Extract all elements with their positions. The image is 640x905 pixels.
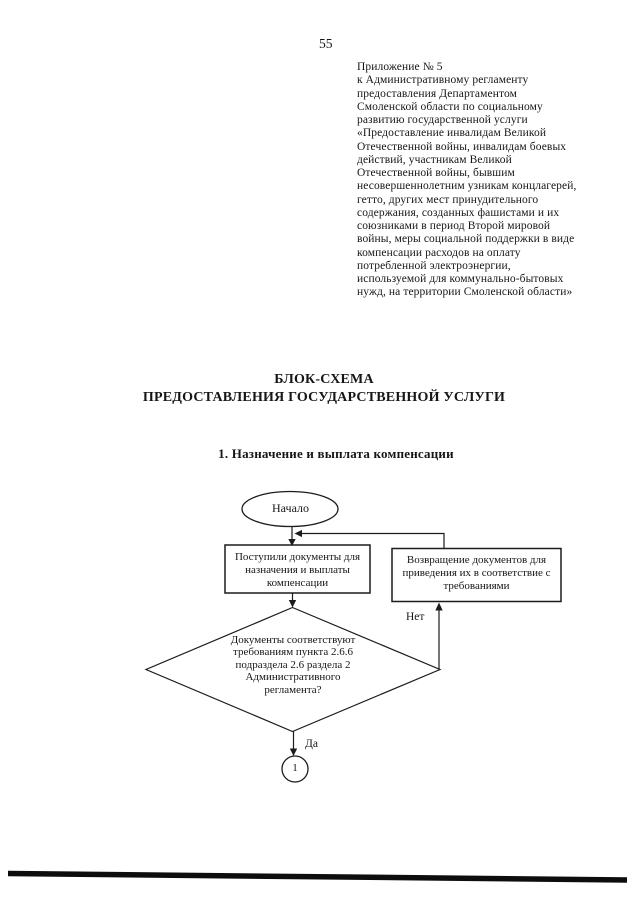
- arrowhead-into-receive: [288, 539, 296, 546]
- flowchart-yes-edge-label: Да: [305, 738, 318, 750]
- appendix-line: предоставления Департаментом: [357, 87, 517, 100]
- receive-process-shape: [224, 544, 371, 594]
- flowchart-start-label: Начало: [272, 501, 309, 515]
- appendix-line: Приложение № 5: [357, 61, 443, 73]
- section-title: 1. Назначение и выплата компенсации: [218, 446, 454, 461]
- document-title-line-2: ПРЕДОСТАВЛЕНИЯ ГОСУДАРСТВЕННОЙ УСЛУГИ: [142, 389, 506, 405]
- appendix-line: гетто, других мест принудительного: [357, 193, 539, 206]
- appendix-line: Отечественной войны, инвалидам боевых: [357, 140, 567, 153]
- arrowhead-junction-left: [294, 529, 302, 538]
- return-process-shape: [391, 547, 562, 603]
- connector-circle-shape: [281, 755, 309, 783]
- appendix-line: Отечественной войны, бывшим: [357, 167, 515, 179]
- flowchart-return-label: Возвращение документов для приведения их…: [402, 554, 551, 593]
- appendix-line: Смоленской области по социальному: [357, 100, 543, 113]
- appendix-line: войны, меры социальной поддержки в виде: [357, 233, 575, 246]
- appendix-line: содержания, созданных фашистами и их: [357, 206, 560, 219]
- appendix-block: Приложение № 5 к Административному регла…: [357, 61, 617, 300]
- appendix-line: к Административному регламенту: [357, 74, 529, 87]
- arrowhead-into-connector: [289, 748, 298, 756]
- arrowhead-into-decision: [288, 600, 297, 608]
- page-number: 55: [319, 36, 333, 51]
- decision-diamond-shape: [144, 606, 442, 733]
- document-title-line-1: БЛОК-СХЕМА: [274, 372, 374, 387]
- appendix-line: потребленной электроэнергии,: [357, 259, 511, 272]
- appendix-line: союзниками в период Второй мировой: [357, 220, 551, 232]
- flowchart-decision-label: Документы соответствуют требованиям пунк…: [230, 634, 356, 696]
- flowchart-no-edge-label: Нет: [406, 611, 425, 623]
- flowchart-connector-label: 1: [292, 762, 298, 774]
- scan-artifact-bar: [7, 870, 628, 883]
- appendix-line: компенсации расходов на оплату: [357, 246, 521, 259]
- appendix-line: несовершеннолетним узникам концлагерей,: [357, 180, 577, 193]
- appendix-line: используемой для коммунально-бытовых: [357, 273, 564, 285]
- edge-return-to-junction: [301, 532, 445, 548]
- document-title: БЛОК-СХЕМА ПРЕДОСТАВЛЕНИЯ ГОСУДАРСТВЕННО…: [143, 371, 505, 406]
- arrowhead-into-return: [435, 602, 443, 611]
- flowchart-receive-label: Поступили документы для назначения и вып…: [234, 551, 361, 590]
- appendix-line: нужд, на территории Смоленской области»: [357, 286, 573, 299]
- appendix-line: «Предоставление инвалидам Великой: [357, 127, 547, 140]
- appendix-line: развитию государственной услуги: [357, 114, 528, 126]
- appendix-line: действий, участникам Великой: [357, 153, 512, 166]
- start-terminator-shape: [241, 490, 339, 528]
